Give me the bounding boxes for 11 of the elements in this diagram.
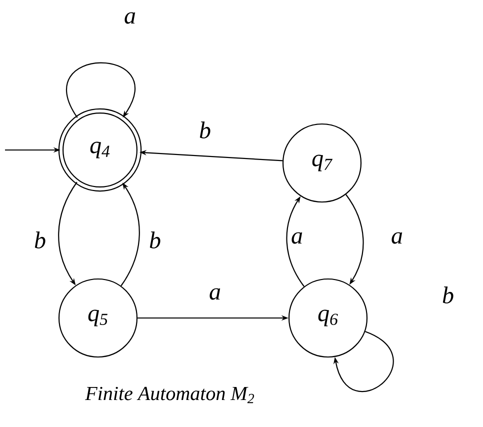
edge-label: b [148, 230, 162, 250]
edge-label: b [198, 120, 212, 140]
transition-arrow [66, 62, 136, 118]
caption: Finite Automaton M$_{2}$ [85, 386, 254, 404]
edge-label: b [33, 230, 47, 250]
transition-arrow [333, 331, 394, 392]
edge-label: a [390, 231, 404, 245]
edge-label: a [208, 287, 222, 301]
edge-label: a [290, 231, 304, 245]
edge-label: a [123, 11, 137, 25]
edge-label: b [441, 286, 455, 304]
